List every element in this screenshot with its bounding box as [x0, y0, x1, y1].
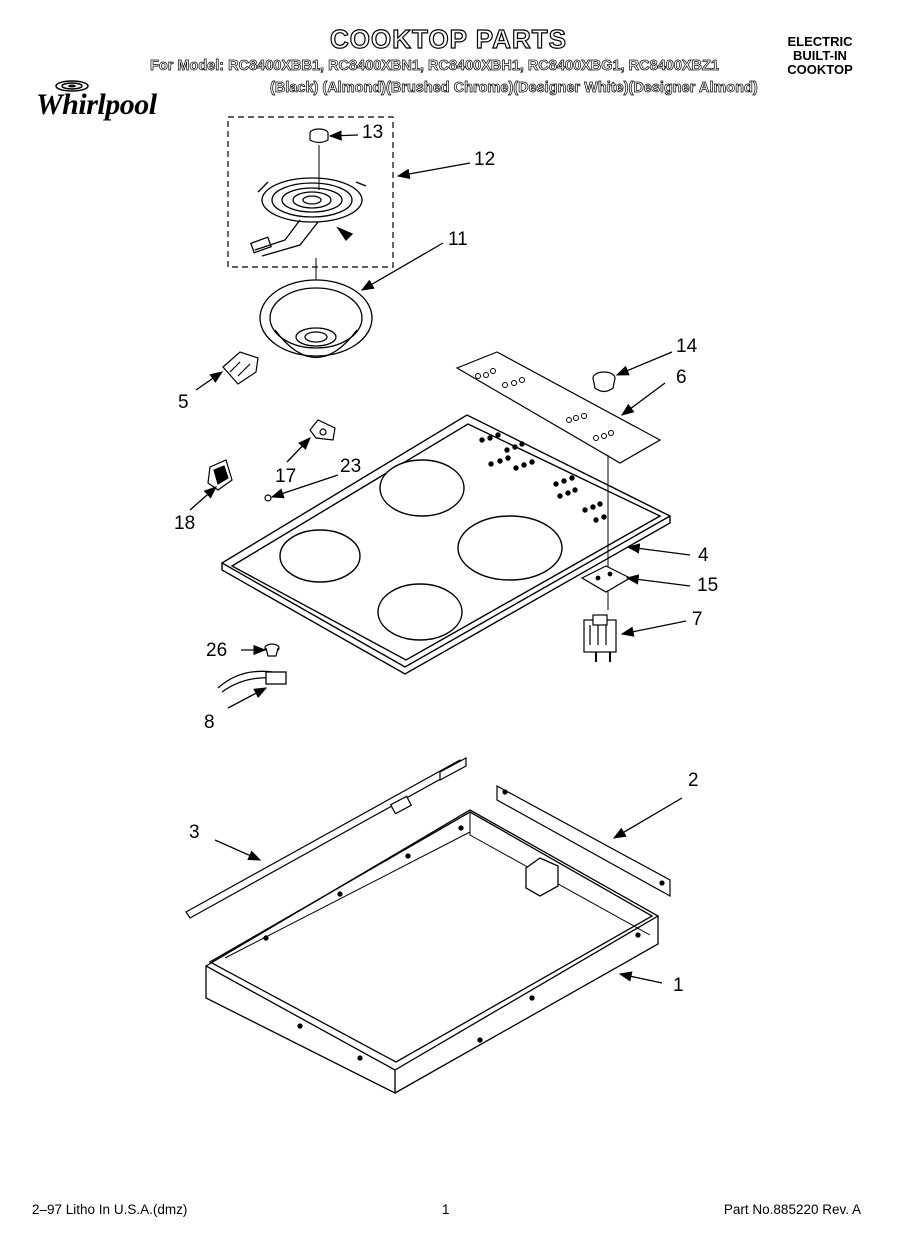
callout-6: 6	[676, 367, 687, 388]
element-assembly-box	[227, 116, 394, 268]
leader-14	[615, 351, 673, 376]
part-6-control-panel	[455, 351, 662, 464]
whirlpool-logo: Whirlpool	[26, 76, 186, 126]
part-2-rear-bracket	[496, 784, 671, 898]
leader-8	[227, 687, 268, 709]
part-26-plug	[264, 643, 280, 657]
leader-7	[620, 620, 687, 637]
callout-23: 23	[340, 456, 362, 477]
print-info: 2–97 Litho In U.S.A.(dmz)	[32, 1202, 188, 1217]
leader-18	[189, 486, 217, 511]
model-list: For Model: RC8400XBB1, RC8400XBN1, RC840…	[150, 58, 720, 75]
finish-list: (Black) (Almond)(Brushed Chrome)(Designe…	[270, 80, 758, 97]
callout-14: 14	[676, 336, 698, 357]
leader-2	[612, 797, 683, 839]
callout-5: 5	[178, 392, 189, 413]
logo-wordmark: Whirlpool	[36, 88, 157, 121]
callout-18: 18	[174, 513, 196, 534]
callout-11: 11	[448, 229, 468, 250]
callout-7: 7	[692, 609, 703, 630]
part-8-wire-harness	[217, 670, 287, 693]
part-7-harness-block	[583, 614, 617, 662]
type-line-electric: ELECTRIC	[787, 34, 853, 49]
leader-23	[270, 474, 339, 499]
callout-1: 1	[673, 975, 684, 996]
part-number: Part No.885220 Rev. A	[723, 1202, 861, 1217]
leader-3	[214, 839, 262, 861]
callout-13: 13	[362, 122, 384, 143]
callout-12: 12	[474, 149, 496, 170]
leader-4	[626, 543, 691, 556]
page-title: COOKTOP PARTS	[329, 23, 567, 54]
part-5-terminal-block	[222, 351, 259, 385]
page-number: 1	[442, 1202, 450, 1217]
part-1-base-box	[204, 809, 660, 1095]
leader-lines	[189, 130, 691, 984]
part-17-switch	[309, 419, 336, 441]
type-line-cooktop: COOKTOP	[787, 62, 853, 77]
part-15-bracket	[580, 565, 632, 593]
callout-17: 17	[275, 466, 297, 487]
callout-4: 4	[698, 545, 709, 566]
swirl-icon	[55, 80, 89, 92]
appliance-type: ELECTRIC BUILT-IN COOKTOP	[775, 35, 865, 77]
part-12-surface-element	[249, 177, 367, 257]
part-3-front-trim	[185, 756, 467, 919]
callout-3: 3	[189, 822, 200, 843]
leader-13	[328, 130, 359, 141]
callout-8: 8	[204, 712, 215, 733]
leader-11	[360, 242, 444, 291]
part-4-cooktop-top	[220, 414, 672, 675]
leader-15	[625, 574, 691, 587]
part-11-drip-bowl	[259, 279, 373, 358]
part-13-cap	[309, 128, 329, 144]
callout-2: 2	[688, 770, 699, 791]
leader-12	[396, 162, 471, 180]
leader-6	[620, 382, 666, 416]
leader-17	[286, 437, 311, 463]
leader-1	[618, 971, 663, 984]
part-23-screw	[264, 494, 272, 502]
type-line-built-in: BUILT-IN	[793, 48, 847, 63]
callout-26: 26	[206, 640, 228, 661]
part-14-knob	[592, 371, 616, 393]
leader-5	[195, 371, 224, 391]
part-18-indicator-light	[207, 459, 233, 491]
callout-15: 15	[697, 575, 719, 596]
